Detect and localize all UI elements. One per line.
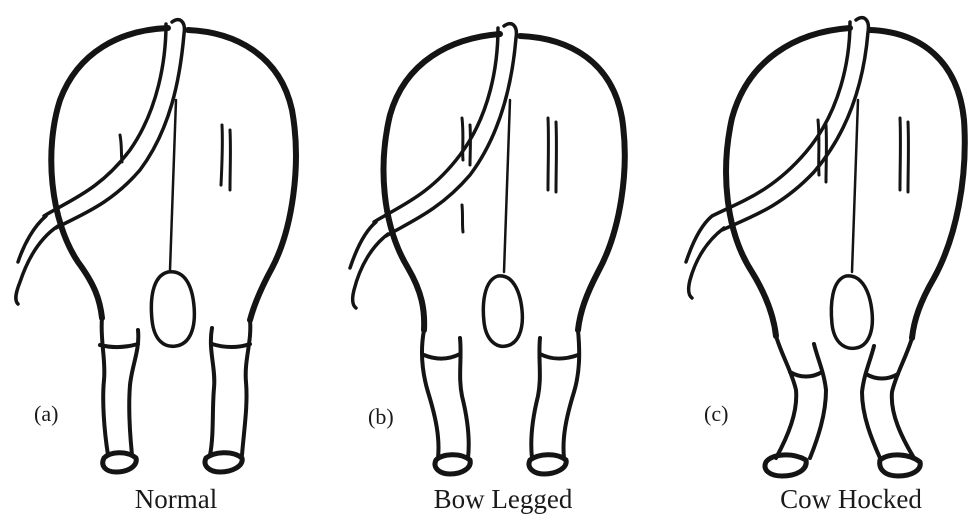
panel-a-letter: (a) xyxy=(34,401,58,427)
cow-a-left-hoof xyxy=(103,453,137,472)
cow-c-left-leg xyxy=(776,336,826,458)
cow-a-udder xyxy=(151,272,194,346)
cow-b-right-hoof xyxy=(529,455,566,474)
cow-b-body-right-outline xyxy=(520,36,625,330)
cow-b-center-seam xyxy=(504,100,510,272)
cow-a-left-leg xyxy=(100,318,138,455)
cow-c-muscle-marks xyxy=(818,118,908,192)
panel-b-letter: (b) xyxy=(368,404,394,430)
cow-b-right-leg xyxy=(531,330,579,458)
cow-c-center-seam xyxy=(852,100,858,272)
cow-a-right-leg xyxy=(210,320,250,455)
panel-b-caption: Bow Legged xyxy=(434,484,573,515)
cow-b-body-left-outline xyxy=(384,34,500,330)
cow-c-udder xyxy=(831,276,872,348)
cow-c-tail xyxy=(686,18,868,298)
cow-a-body-right-outline xyxy=(188,30,296,320)
cow-c-right-hoof xyxy=(880,455,921,476)
panel-a-caption: Normal xyxy=(135,484,217,515)
cow-b-left-leg xyxy=(422,330,469,458)
cow-a-center-seam xyxy=(170,100,176,270)
cow-b-tail xyxy=(350,24,516,308)
panel-c-caption: Cow Hocked xyxy=(780,484,922,515)
cow-a-tail xyxy=(16,20,185,304)
cow-b-udder xyxy=(483,276,522,346)
cow-c-right-leg xyxy=(862,338,914,458)
cow-a-right-hoof xyxy=(205,453,242,472)
cow-c-left-hoof xyxy=(765,455,806,476)
cow-b-left-hoof xyxy=(435,455,470,474)
panel-c-letter: (c) xyxy=(704,401,728,427)
cow-c-body-right-outline xyxy=(870,30,965,338)
cow-c-body-left-outline xyxy=(726,28,850,336)
